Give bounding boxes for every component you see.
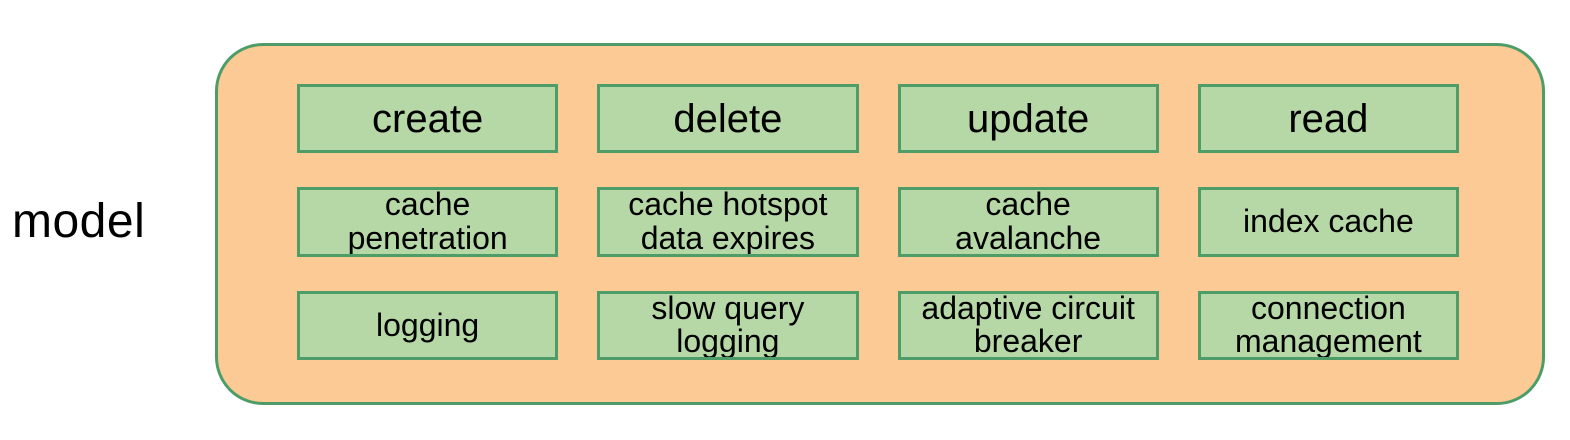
box-create: create: [297, 84, 559, 154]
box-slow-query-logging: slow query logging: [597, 290, 859, 360]
box-cache-hotspot-data-expires: cache hotspot data expires: [597, 187, 859, 257]
box-read: read: [1197, 84, 1459, 154]
box-cache-avalanche: cache avalanche: [897, 187, 1159, 257]
box-delete: delete: [597, 84, 859, 154]
box-cache-penetration: cache penetration: [297, 187, 559, 257]
model-container: create delete update read cache penetrat…: [215, 43, 1545, 405]
model-label: model: [12, 195, 146, 248]
box-adaptive-circuit-breaker: adaptive circuit breaker: [897, 290, 1159, 360]
box-index-cache: index cache: [1197, 187, 1459, 257]
box-logging: logging: [297, 290, 559, 360]
crud-grid: create delete update read cache penetrat…: [297, 84, 1459, 360]
box-connection-management: connection management: [1197, 290, 1459, 360]
box-update: update: [897, 84, 1159, 154]
